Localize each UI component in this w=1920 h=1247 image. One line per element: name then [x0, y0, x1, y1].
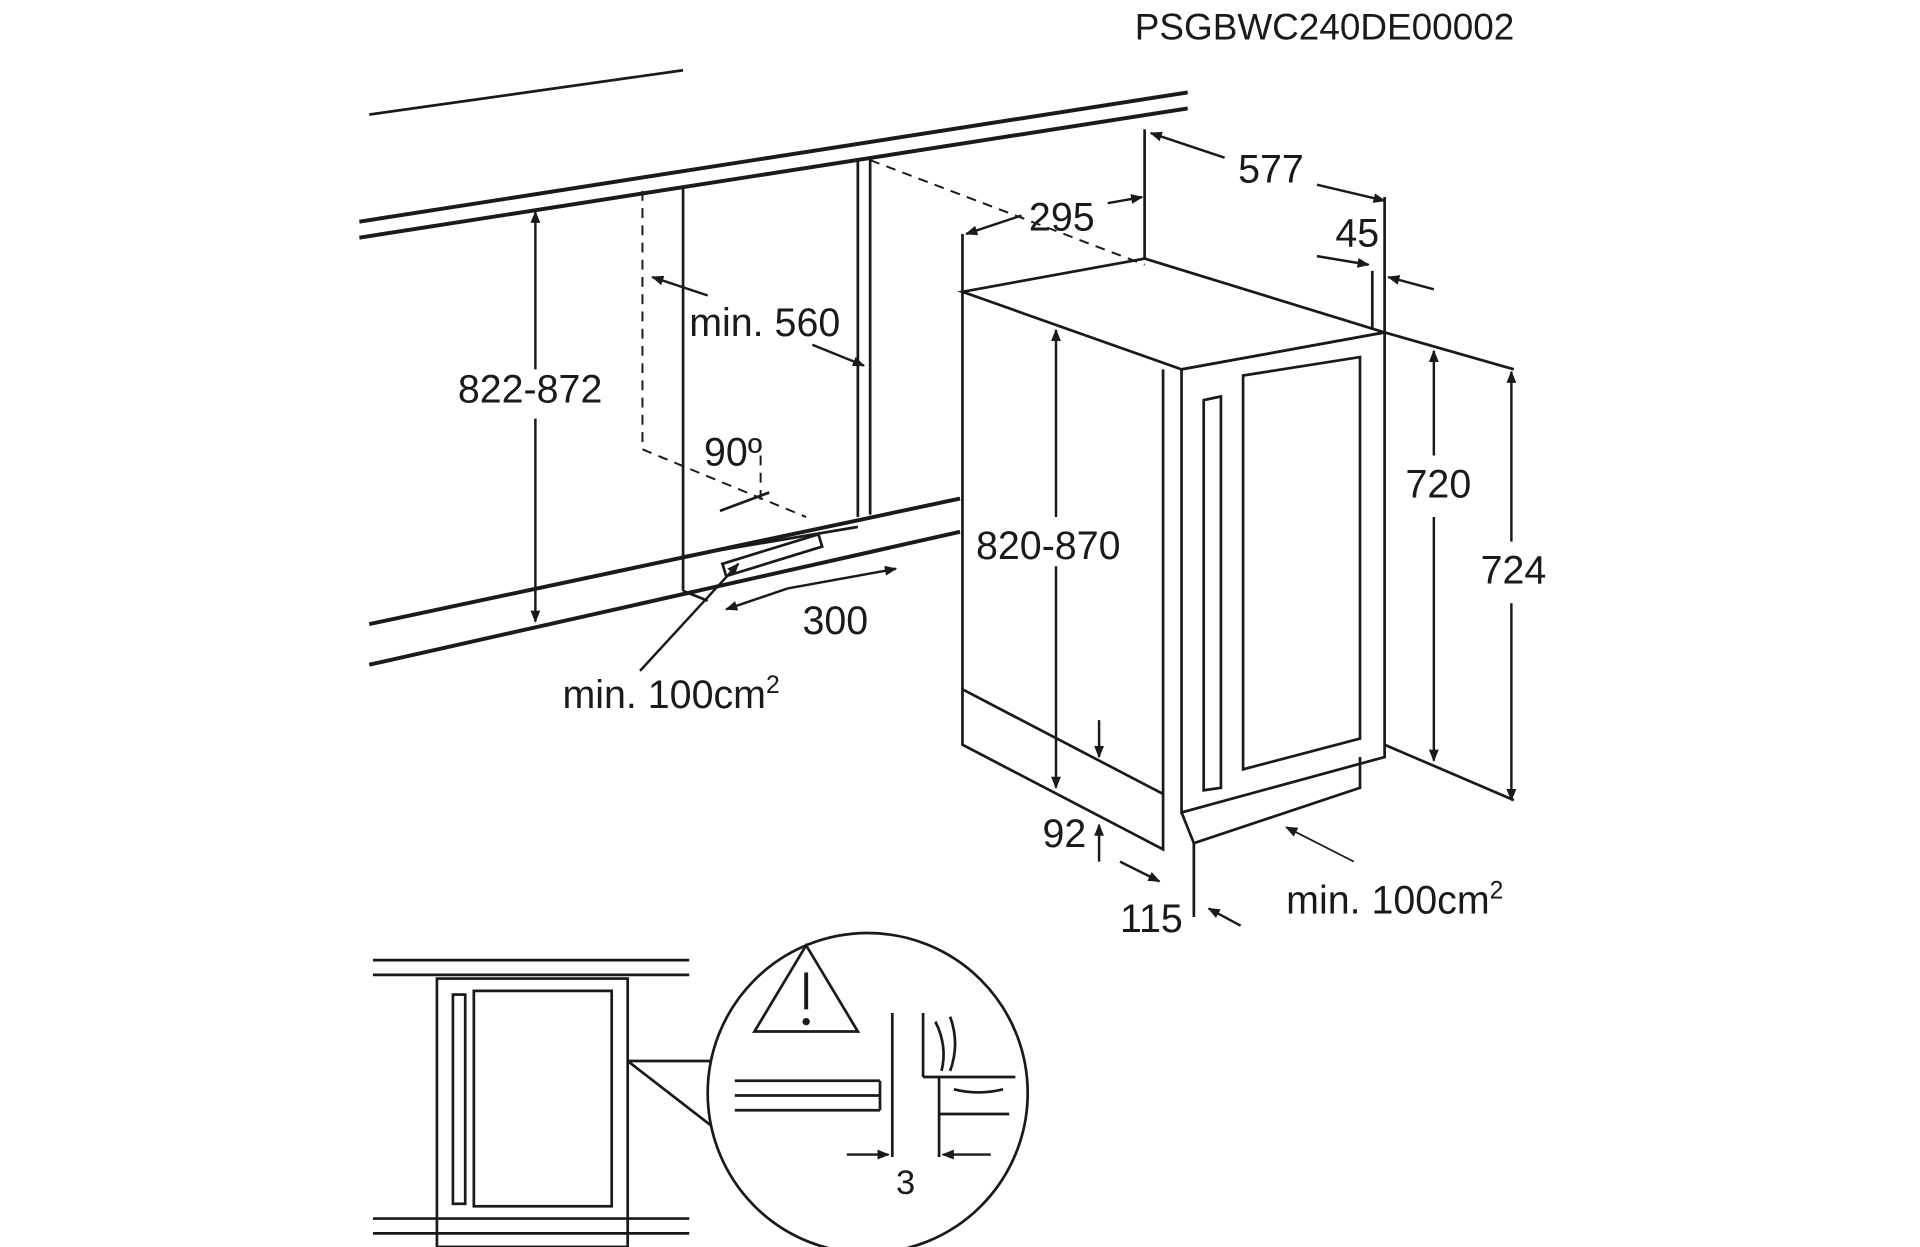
vent-front-text: min. 100cm: [1286, 878, 1490, 922]
dim-gap-3: 3: [896, 1164, 915, 1202]
model-code: PSGBWC240DE00002: [1135, 7, 1515, 48]
dim-92: 92: [1042, 812, 1086, 856]
dim-300: 300: [802, 599, 868, 643]
dim-min-560: min. 560: [689, 301, 840, 345]
superscript-2: 2: [766, 672, 780, 699]
vent-front-label: min. 100cm2: [1286, 878, 1503, 923]
superscript-2: 2: [1490, 878, 1504, 905]
dim-820-870: 820-870: [976, 524, 1121, 568]
gap-detail: 3: [706, 931, 1029, 1247]
niche: [641, 157, 1145, 602]
dim-angle-90: 90º: [704, 430, 762, 474]
warning-triangle-icon: [752, 942, 861, 1033]
front-elevation: [372, 958, 721, 1247]
dim-724: 724: [1481, 549, 1547, 593]
dim-577: 577: [1238, 147, 1304, 191]
vent-rear-text: min. 100cm: [562, 673, 766, 717]
dim-822-872: 822-872: [458, 368, 603, 412]
dim-45: 45: [1335, 211, 1379, 255]
vent-rear-label: min. 100cm2: [562, 672, 779, 717]
dim-720: 720: [1406, 462, 1472, 506]
dimension-lines: [530, 129, 1517, 927]
dim-115: 115: [1120, 897, 1183, 941]
kitchen-counter: [359, 68, 1188, 667]
wine-cabinet: [957, 257, 1386, 852]
dim-295: 295: [1029, 195, 1095, 239]
